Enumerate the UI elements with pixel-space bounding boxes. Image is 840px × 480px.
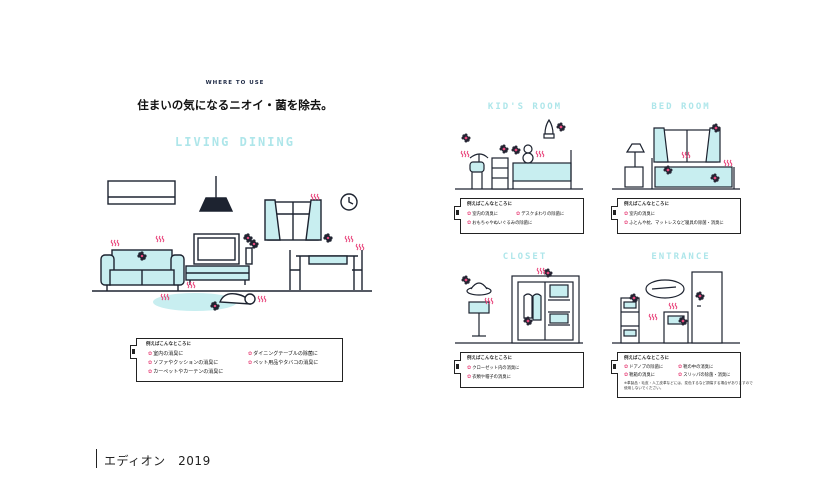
living-item: ✿室内の消臭に — [148, 351, 184, 357]
closet-title: CLOSET — [502, 252, 548, 262]
living-card-heading: 例えばこんなところに — [146, 342, 191, 347]
entrance-item: ✿ドアノブの除菌に — [624, 364, 664, 370]
closet-card-heading: 例えばこんなところに — [467, 356, 512, 361]
germ-icon: ✿ — [248, 351, 253, 357]
germ-icon: ✿ — [624, 220, 629, 226]
living-item: ✿カーペットやカーテンの消臭に — [148, 369, 224, 375]
spray-bottle-icon — [611, 360, 618, 374]
germ-icon: ✿ — [624, 211, 629, 217]
entrance-title: ENTRANCE — [651, 252, 711, 262]
kids-card-heading: 例えばこんなところに — [467, 202, 512, 207]
kids-room-illustration — [455, 118, 583, 190]
page-headline: 住まいの気になるニオイ・菌を除去。 — [137, 98, 333, 112]
section-kicker: WHERE TO USE — [205, 80, 265, 86]
germ-icon: ✿ — [148, 369, 153, 375]
caution-line: ※革製品・毛皮・人工皮革などには、変色するなど損傷する場合がありますので — [624, 381, 753, 385]
closet-usage-card — [460, 352, 584, 388]
footer-credit: エディオン 2019 — [104, 454, 211, 468]
germ-icon: ✿ — [678, 372, 683, 378]
bed-usage-card — [617, 198, 741, 234]
germ-icon: ✿ — [248, 360, 253, 366]
entrance-usage-card — [617, 352, 741, 398]
germ-icon: ✿ — [467, 365, 472, 371]
germ-icon: ✿ — [516, 211, 521, 217]
bed-room-illustration — [612, 123, 740, 190]
living-item: ✿ソファやクッションの消臭に — [148, 360, 219, 366]
germ-icon: ✿ — [148, 360, 153, 366]
entrance-item: ✿靴箱の消臭に — [624, 372, 655, 378]
kids-room-title: KID'S ROOM — [487, 102, 563, 112]
spray-bottle-icon — [611, 206, 618, 220]
spray-bottle-icon — [130, 345, 137, 359]
germ-icon: ✿ — [467, 374, 472, 380]
closet-illustration — [455, 267, 583, 344]
living-item: ✿ダイニングテーブルの除菌に — [248, 351, 318, 357]
bed-room-title: BED ROOM — [651, 102, 711, 112]
entrance-item: ✿スリッパの除菌・消臭に — [678, 372, 731, 378]
closet-item: ✿衣類や帽子の消臭に — [467, 374, 511, 380]
spray-bottle-icon — [454, 206, 461, 220]
germ-icon: ✿ — [148, 351, 153, 357]
living-room-illustration — [92, 176, 372, 311]
entrance-card-heading: 例えばこんなところに — [624, 356, 669, 361]
bed-card-heading: 例えばこんなところに — [624, 202, 669, 207]
living-item: ✿ペット用品やタバコの消臭に — [248, 360, 319, 366]
living-dining-title: LIVING DINING — [175, 135, 295, 149]
kids-item: ✿室内の消臭に — [467, 211, 498, 217]
germ-icon: ✿ — [467, 211, 472, 217]
living-usage-card — [136, 338, 343, 382]
bed-item: ✿ふとんや枕、マットレスなど寝具の除菌・消臭に — [624, 220, 724, 226]
bed-item: ✿室内の消臭に — [624, 211, 655, 217]
germ-icon: ✿ — [678, 364, 683, 370]
germ-icon: ✿ — [624, 372, 629, 378]
kids-item: ✿デスクまわりの除菌に — [516, 211, 565, 217]
caution-line: 使用しないでください。 — [624, 386, 664, 390]
footer-divider — [96, 449, 97, 468]
entrance-caution-note: ※革製品・毛皮・人工皮革などには、変色するなど損傷する場合がありますので使用しな… — [624, 381, 753, 391]
entrance-item: ✿靴の中の消臭に — [678, 364, 714, 370]
entrance-illustration — [612, 271, 740, 344]
kids-usage-card — [460, 198, 584, 234]
germ-icon: ✿ — [467, 220, 472, 226]
closet-item: ✿クローゼット内の消臭に — [467, 365, 520, 371]
germ-icon: ✿ — [624, 364, 629, 370]
kids-item: ✿おもちゃやぬいぐるみの除菌に — [467, 220, 533, 226]
spray-bottle-icon — [454, 360, 461, 374]
